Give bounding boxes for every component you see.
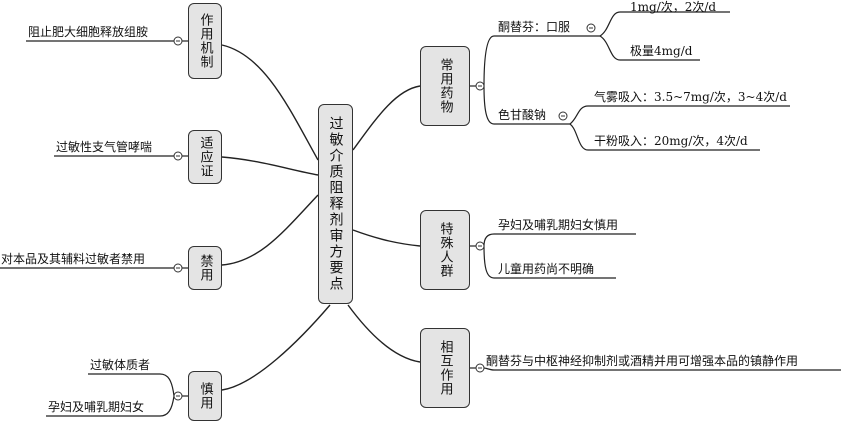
branch-label: 适应证 [197,136,213,178]
leaf-text: 孕妇及哺乳期妇女 [48,400,145,414]
branch-common-drugs[interactable]: 常用药物 [420,46,470,126]
leaf-text: 儿童用药尚不明确 [498,262,595,276]
dose-text: 1mg/次，2次/d [630,0,717,14]
branch-label: 特殊人群 [437,222,453,278]
branch-cautions[interactable]: 慎用 [188,371,222,421]
dose-text: 气雾吸入：3.5~7mg/次，3~4次/d [594,90,787,104]
leaf-text: 孕妇及哺乳期妇女慎用 [498,218,619,232]
branch-contraindications[interactable]: 禁用 [188,246,222,290]
drug-name: 色甘酸钠 [498,108,547,122]
branch-label: 相互作用 [437,340,453,396]
dose-text: 极量4mg/d [630,44,693,58]
branch-label: 慎用 [197,382,213,410]
branch-label: 作用机制 [197,13,213,69]
leaf-text: 阻止肥大细胞释放组胺 [28,25,149,39]
center-node[interactable]: 过敏介质阻释剂审方要点 [318,104,353,304]
branch-special-populations[interactable]: 特殊人群 [420,210,470,290]
leaf-text: 对本品及其辅料过敏者禁用 [1,252,146,266]
drug-name: 酮替芬：口服 [498,20,571,34]
leaf-text: 过敏体质者 [90,358,151,372]
branch-label: 禁用 [197,254,213,282]
branch-interactions[interactable]: 相互作用 [420,328,470,408]
center-node-label: 过敏介质阻释剂审方要点 [327,116,344,292]
dose-text: 干粉吸入：20mg/次，4次/d [594,134,748,148]
branch-mechanism[interactable]: 作用机制 [188,3,222,79]
leaf-text: 酮替芬与中枢神经抑制剂或酒精并用可增强本品的镇静作用 [486,354,799,368]
branch-indications[interactable]: 适应证 [188,130,222,184]
leaf-text: 过敏性支气管哮喘 [56,140,153,154]
branch-label: 常用药物 [437,58,453,114]
